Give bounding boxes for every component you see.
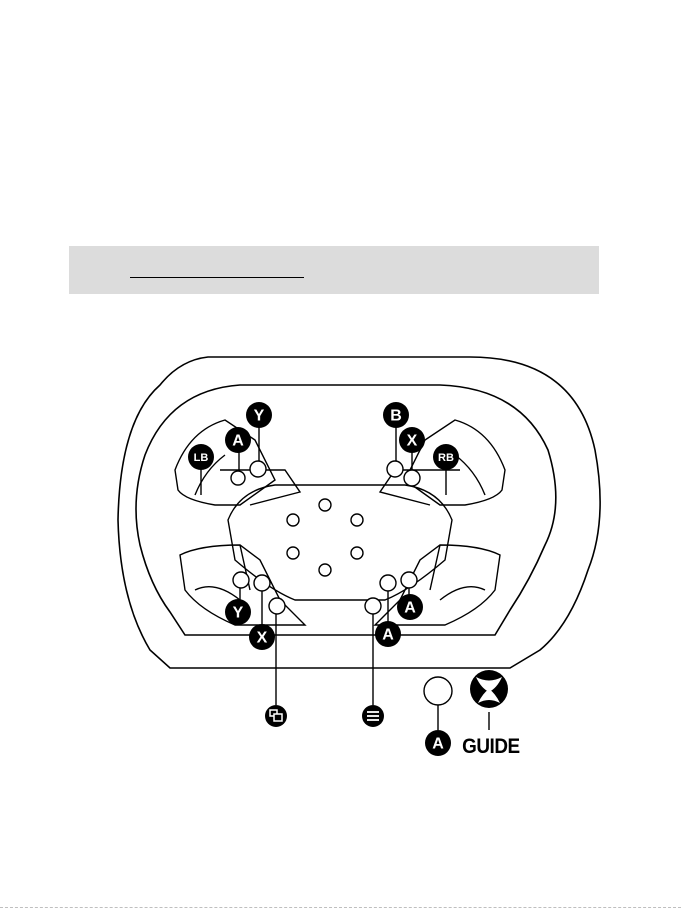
badge-a-right-upper: A	[397, 594, 423, 620]
right-lower-button-2	[380, 575, 396, 591]
badge-a-top: A	[225, 427, 251, 453]
menu-icon	[362, 705, 384, 727]
svg-text:A: A	[232, 433, 244, 450]
badge-lb: LB	[188, 444, 214, 470]
svg-text:LB: LB	[194, 452, 209, 464]
right-upper-button-inner	[404, 470, 420, 486]
badge-rb: RB	[433, 444, 459, 470]
right-lower-button-3	[365, 598, 381, 614]
svg-text:Y: Y	[233, 605, 244, 622]
upper-buttons	[231, 461, 420, 486]
left-lower-button-2	[254, 575, 270, 591]
badge-x-bottom: X	[249, 624, 275, 650]
svg-text:A: A	[432, 736, 444, 753]
badge-a-bottom: A	[425, 730, 451, 756]
right-lower-button-1	[401, 572, 417, 588]
wheel-rim	[118, 357, 600, 668]
lower-buttons	[233, 572, 417, 614]
svg-text:RB: RB	[438, 452, 454, 464]
badge-y-bottom: Y	[225, 599, 251, 625]
badge-a-right-lower: A	[375, 621, 401, 647]
svg-text:A: A	[404, 600, 416, 617]
right-upper-button-outer	[387, 461, 403, 477]
view-icon	[265, 705, 287, 727]
svg-text:B: B	[390, 408, 402, 425]
left-upper-button	[250, 461, 266, 477]
badge-b-top: B	[383, 402, 409, 428]
svg-text:X: X	[407, 433, 418, 450]
badge-x-top: X	[399, 427, 425, 453]
left-lower-button-3	[269, 598, 285, 614]
legend-plain-button	[424, 677, 452, 730]
svg-text:A: A	[382, 627, 394, 644]
svg-text:X: X	[257, 630, 268, 647]
left-lower-button-1	[233, 572, 249, 588]
xbox-logo-icon	[470, 670, 508, 708]
badge-y-top: Y	[246, 402, 272, 428]
svg-text:Y: Y	[254, 408, 265, 425]
left-upper-button-small	[231, 471, 245, 485]
guide-label: GUIDE	[462, 735, 518, 759]
